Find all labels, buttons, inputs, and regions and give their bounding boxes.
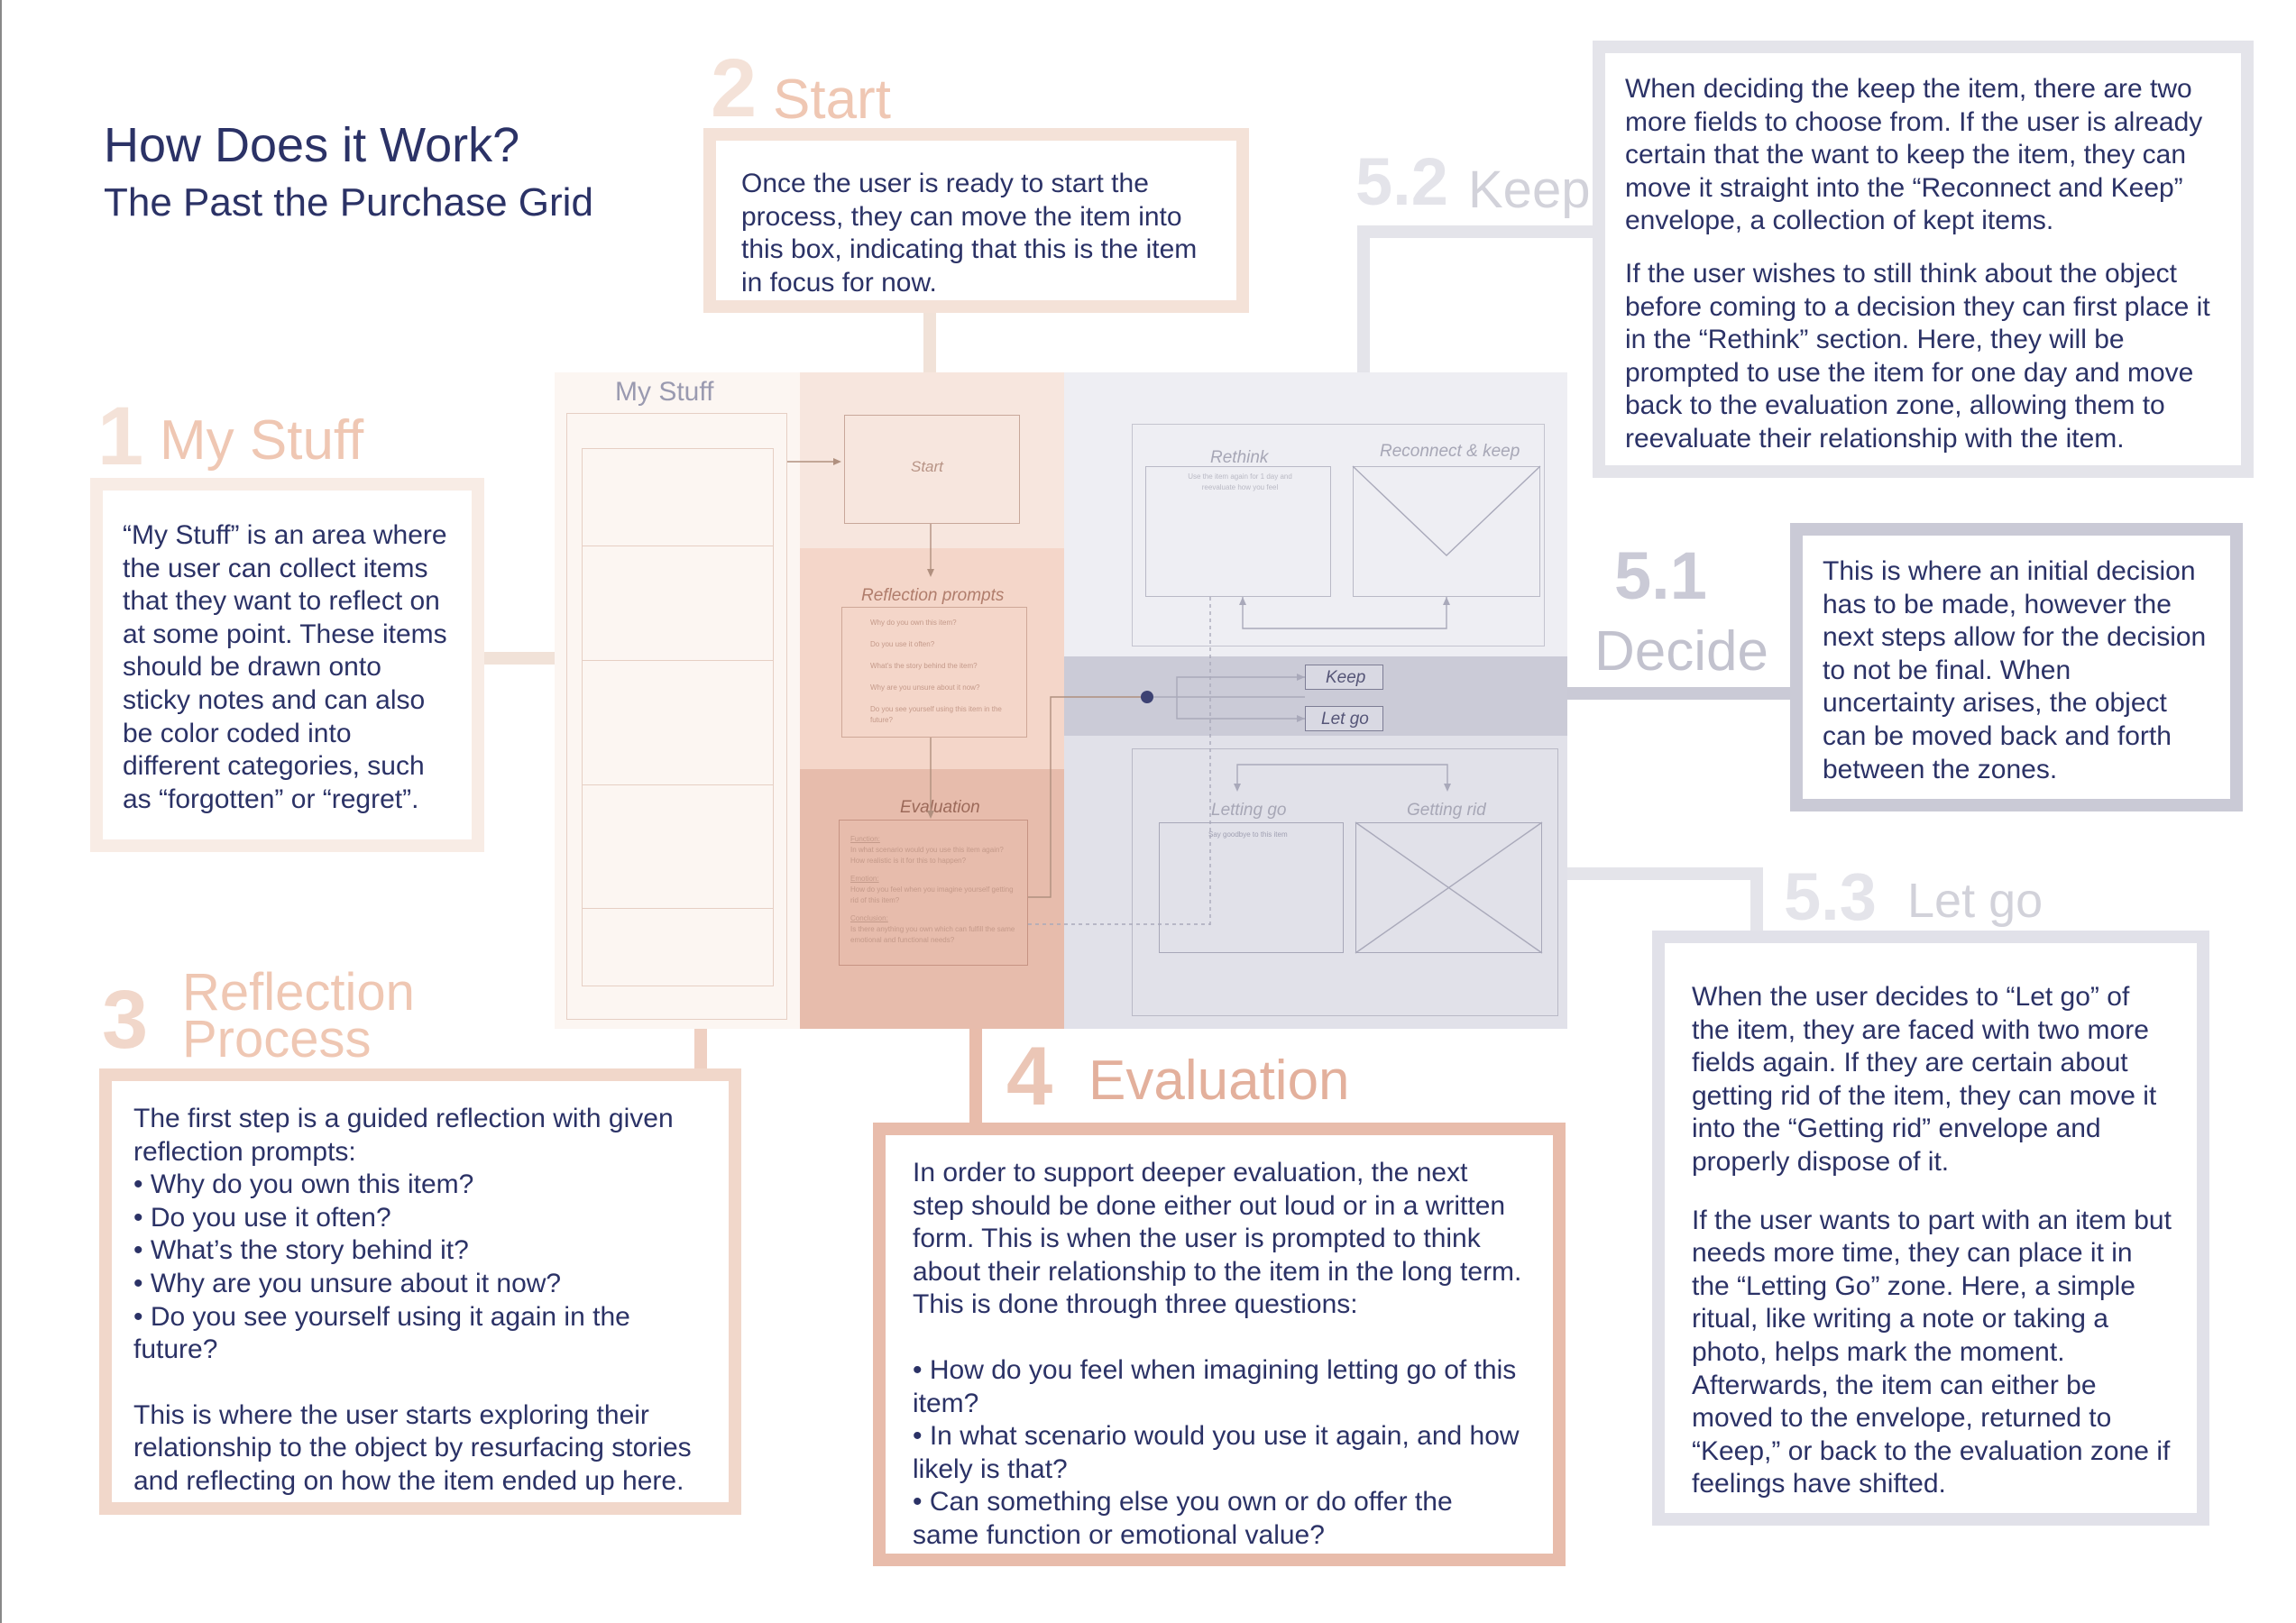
wf-reconnect-label: Reconnect & keep (1380, 442, 1520, 461)
wf-evaluation-box (839, 820, 1028, 966)
section-5-1-number: 5.1 (1614, 538, 1707, 613)
connector-let-go-v (1750, 867, 1763, 931)
wf-start-label: Start (911, 458, 943, 475)
section-1-label: My Stuff (160, 409, 364, 472)
section-2-number: 2 (711, 42, 758, 134)
section-3-number: 3 (102, 974, 149, 1066)
let-go-para-1: When the user decides to “Let go” of the… (1692, 982, 2157, 1177)
wf-prompt-list: Why do you own this item? Do you use it … (870, 618, 1015, 726)
wf-rethink-box (1145, 466, 1331, 597)
keep-button-label: Keep (1326, 668, 1366, 687)
wf-slot-divider (582, 784, 774, 785)
reflection-bullet: • Do you use it often? (133, 1202, 391, 1233)
evaluation-bullet: • In what scenario would you use it agai… (913, 1421, 1520, 1484)
let-go-button[interactable]: Let go (1305, 706, 1383, 731)
evaluation-bullet: • Can something else you own or do offer… (913, 1487, 1453, 1550)
connector-decide (1565, 687, 1799, 700)
reflection-bullet: • What’s the story behind it? (133, 1235, 469, 1266)
reflection-box: The first step is a guided reflection wi… (99, 1068, 741, 1515)
grid-reflection-zone (800, 548, 1064, 769)
section-4-label: Evaluation (1088, 1050, 1350, 1112)
connector-start (923, 307, 936, 374)
wf-prompt: What’s the story behind the item? (870, 662, 978, 670)
wf-prompt: Why do you own this item? (870, 619, 957, 627)
let-go-para-2: If the user wants to part with an item b… (1692, 1205, 2172, 1499)
wf-prompt: Why are you unsure about it now? (870, 683, 980, 692)
page-title: How Does it Work? (104, 118, 520, 172)
grid-start-zone (800, 372, 1064, 548)
section-2-label: Start (773, 69, 891, 131)
section-5-2-label: Keep (1468, 160, 1591, 219)
grid-my-stuff-column (555, 372, 800, 1029)
reflection-bullet: • Why do you own this item? (133, 1169, 474, 1200)
let-go-button-label: Let go (1321, 710, 1369, 729)
wf-eval-line: Emotion: (850, 875, 879, 883)
connector-my-stuff (469, 652, 559, 665)
section-5-2-number: 5.2 (1355, 144, 1448, 219)
keep-box: When deciding the keep the item, there a… (1593, 41, 2254, 478)
section-1-number: 1 (97, 390, 144, 482)
page-subtitle: The Past the Purchase Grid (104, 180, 593, 225)
wf-eval-line: In what scenario would you use this item… (850, 846, 1004, 865)
wf-my-stuff-frame (566, 413, 787, 1020)
section-5-1-label: Decide (1594, 620, 1768, 683)
wf-rethink-sub: Use the item again for 1 day and reevalu… (1188, 472, 1292, 491)
wf-eval-list: Function: In what scenario would you use… (850, 834, 1017, 946)
connector-let-go (1565, 867, 1763, 880)
wf-eval-line: How do you feel when you imagine yoursel… (850, 885, 1014, 904)
wf-slot-divider (582, 908, 774, 909)
wf-eval-line: Is there anything you own which can fulf… (850, 925, 1015, 944)
let-go-box: When the user decides to “Let go” of the… (1652, 931, 2209, 1526)
start-text: Once the user is ready to start the proc… (741, 169, 1198, 298)
wf-start-box (844, 415, 1020, 524)
connector-evaluation (969, 1023, 982, 1123)
evaluation-intro: In order to support deeper evaluation, t… (913, 1158, 1522, 1320)
page-edge (0, 0, 2, 1623)
section-4-number: 4 (1006, 1031, 1053, 1123)
section-3-label-1: Reflection (182, 963, 415, 1022)
wf-my-stuff-label: My Stuff (615, 377, 714, 407)
evaluation-box: In order to support deeper evaluation, t… (873, 1123, 1566, 1566)
evaluation-bullet: • How do you feel when imagining letting… (913, 1354, 1517, 1418)
wf-getting-rid-envelope (1355, 822, 1542, 953)
wf-reflection-box (841, 607, 1027, 738)
wf-letting-go-sub: Say goodbye to this item (1208, 830, 1288, 839)
my-stuff-box: “My Stuff” is an area where the user can… (90, 478, 484, 852)
keep-para-1: When deciding the keep the item, there a… (1625, 74, 2203, 236)
connector-keep-h (1357, 225, 1601, 238)
keep-para-2: If the user wishes to still think about … (1625, 258, 2210, 454)
wf-keep-frame (1132, 424, 1545, 646)
wf-evaluation-label: Evaluation (900, 798, 980, 817)
wf-prompt: Do you see yourself using this item in t… (870, 705, 1002, 724)
wf-letting-go-box (1159, 822, 1344, 953)
wf-eval-line: Function: (850, 835, 880, 843)
wf-reflection-label: Reflection prompts (861, 586, 1005, 605)
wf-slot-divider (582, 660, 774, 661)
connector-keep (1357, 225, 1370, 374)
reflection-intro: The first step is a guided reflection wi… (133, 1104, 674, 1167)
wf-rethink-label: Rethink (1210, 448, 1269, 467)
keep-button[interactable]: Keep (1305, 665, 1383, 690)
start-box: Once the user is ready to start the proc… (703, 128, 1249, 313)
wf-prompt: Do you use it often? (870, 640, 935, 648)
reflection-bullet: • Do you see yourself using it again in … (133, 1301, 630, 1365)
section-5-3-number: 5.3 (1784, 859, 1877, 934)
section-5-3-label: Let go (1907, 874, 2043, 928)
reflection-bullet: • Why are you unsure about it now? (133, 1268, 562, 1298)
wf-eval-line: Conclusion: (850, 914, 888, 922)
wf-my-stuff-slot (582, 448, 774, 986)
wf-reconnect-envelope (1353, 466, 1540, 597)
section-3-label-2: Process (182, 1010, 372, 1068)
wf-getting-rid-label: Getting rid (1407, 801, 1486, 820)
reflection-outro: This is where the user starts exploring … (133, 1399, 692, 1496)
my-stuff-text: “My Stuff” is an area where the user can… (123, 520, 447, 814)
decide-box: This is where an initial decision has to… (1790, 523, 2243, 812)
decide-text: This is where an initial decision has to… (1823, 556, 2207, 784)
wf-letting-go-label: Letting go (1211, 801, 1287, 820)
